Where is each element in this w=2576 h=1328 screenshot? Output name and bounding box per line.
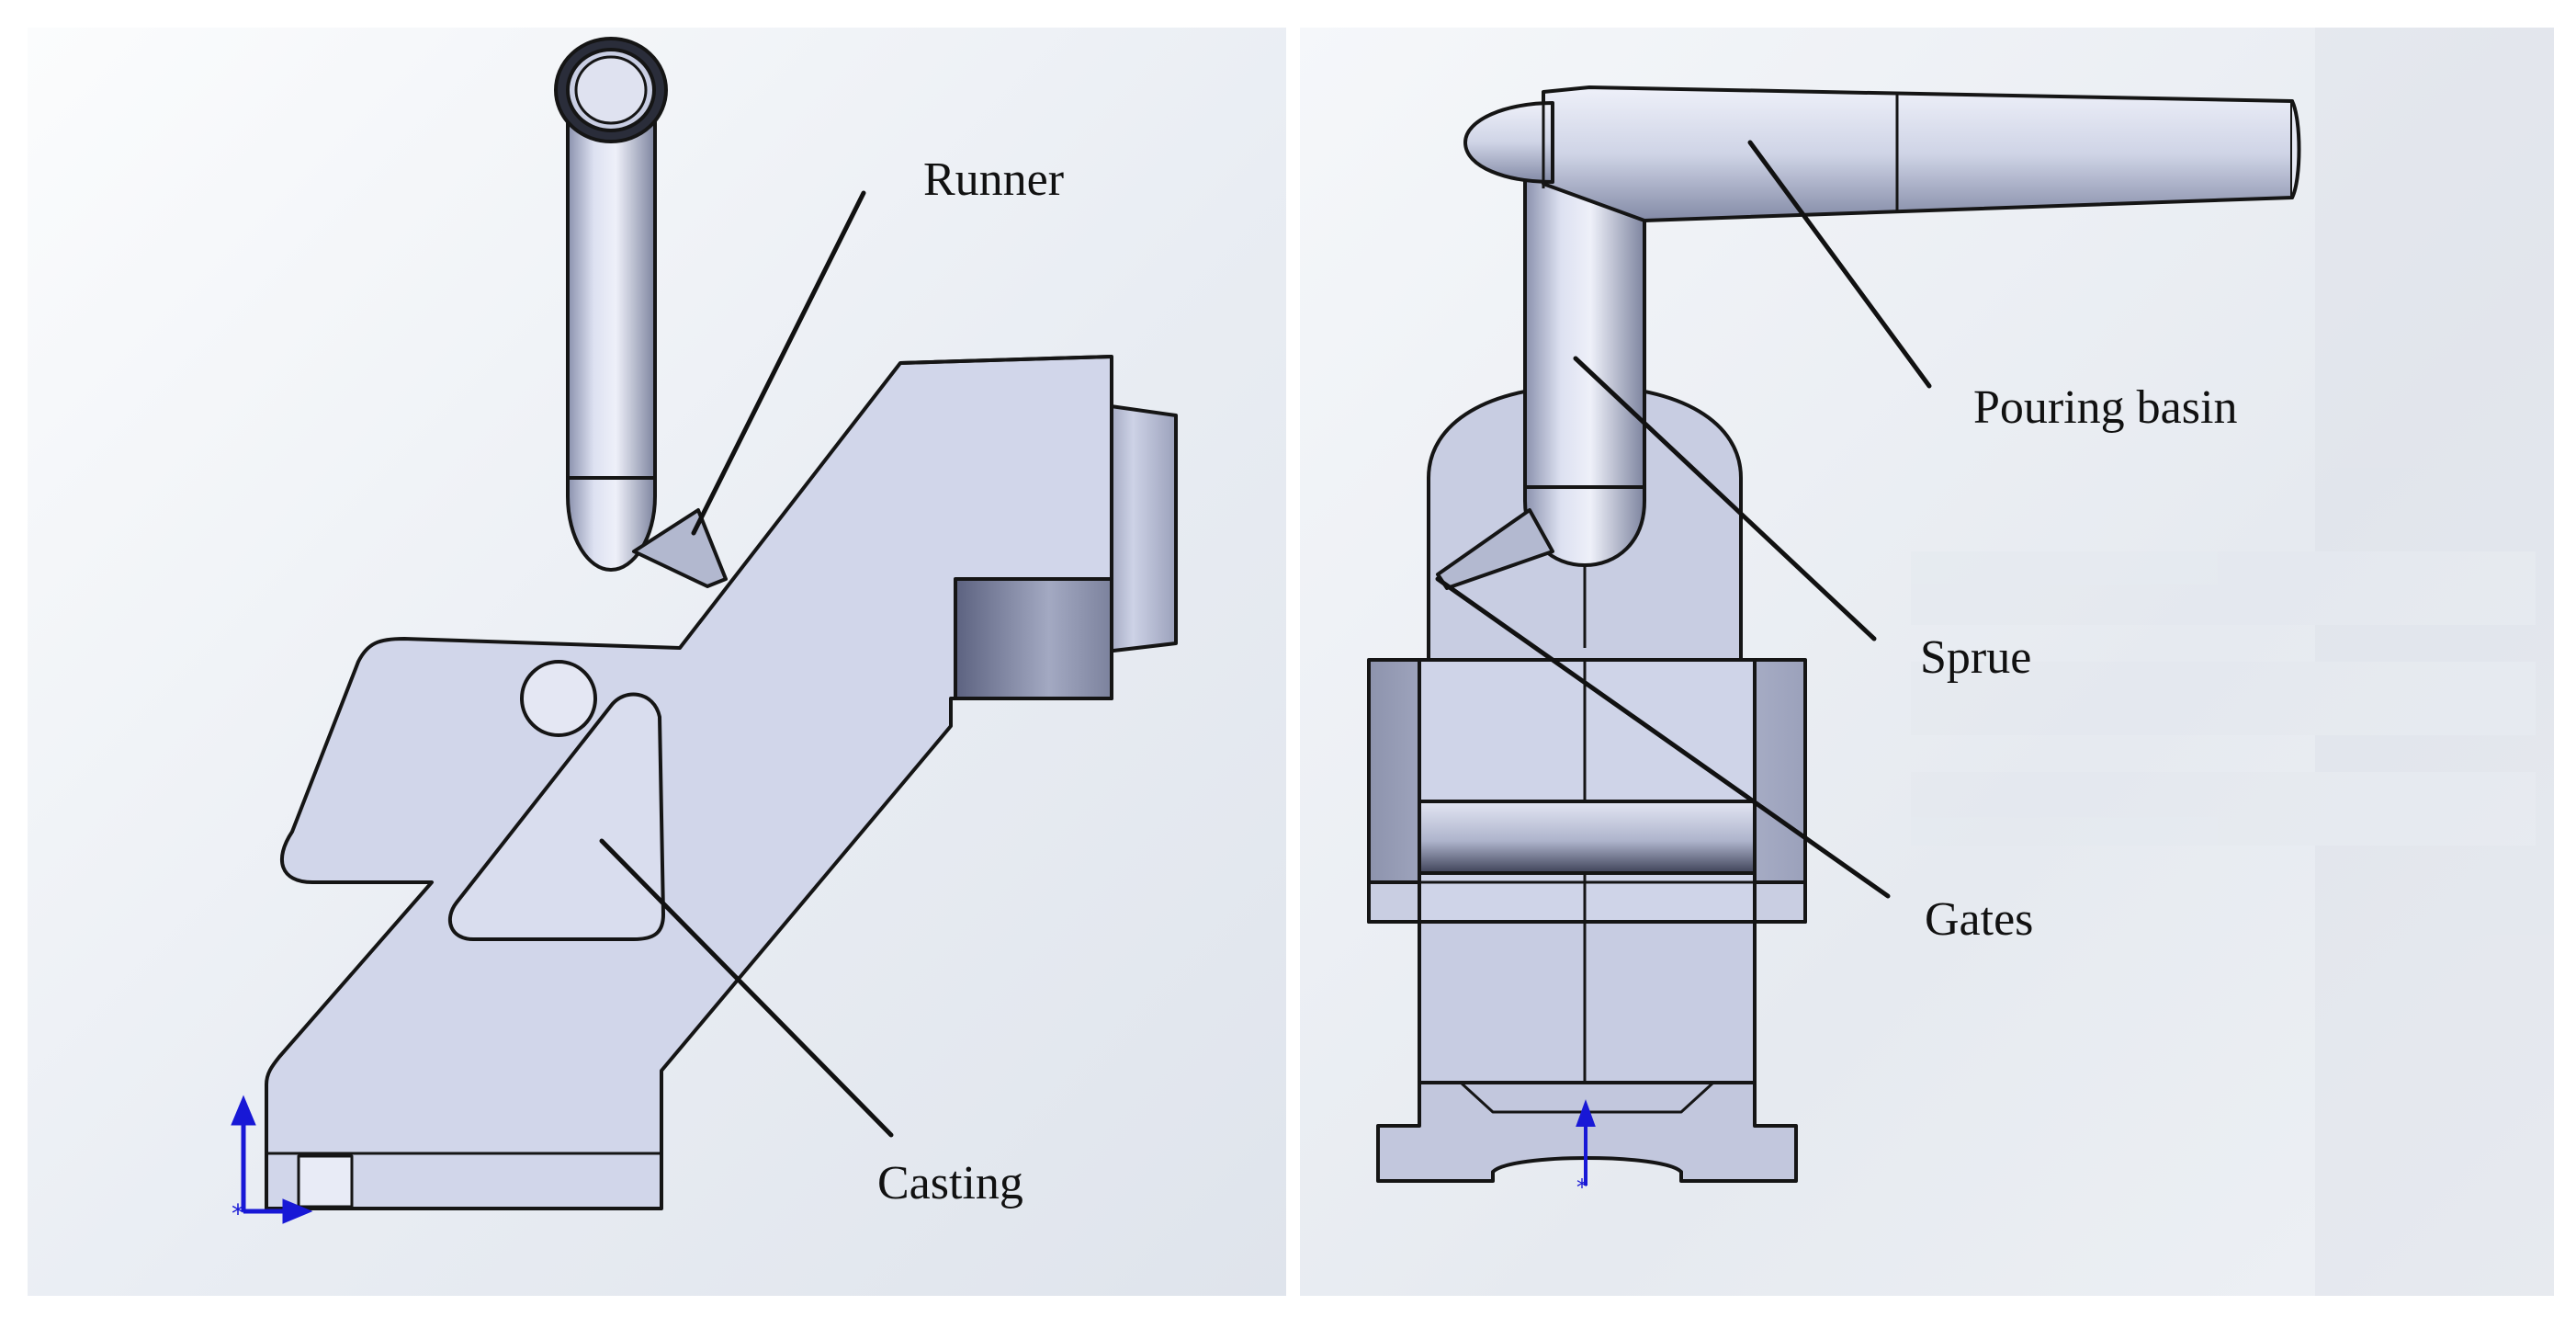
triangle-window	[447, 692, 665, 941]
leader-lines	[599, 140, 1932, 1138]
svg-text:*: *	[1576, 1175, 1587, 1200]
pouring-basin	[1542, 85, 2294, 222]
recess-block	[954, 577, 1113, 700]
lower-block	[1418, 920, 1757, 1084]
runner-tube	[566, 99, 657, 484]
casting-hole	[520, 660, 597, 737]
right-axis-triad: *	[1576, 1099, 1596, 1200]
flange-block	[297, 1154, 354, 1209]
runner-leader	[691, 190, 866, 536]
casting-label: Casting	[877, 1157, 1023, 1209]
left-axis-triad: *	[231, 1095, 313, 1229]
svg-text:*: *	[232, 1198, 244, 1229]
gates-label: Gates	[1925, 893, 2034, 946]
basin-end-cap	[1463, 101, 1554, 184]
casting-body	[265, 355, 1113, 1210]
casting-leader	[599, 838, 894, 1138]
runner-label: Runner	[923, 153, 1065, 206]
right-view	[1367, 85, 2301, 1183]
gates-leader	[1435, 576, 1891, 899]
left-gate	[632, 508, 728, 588]
middle-face	[1418, 658, 1757, 924]
cylinder-band	[1418, 800, 1757, 875]
pouring-basin-label: Pouring basin	[1973, 381, 2238, 434]
sprue-leader	[1573, 356, 1877, 641]
runner-bottom-cap	[566, 476, 657, 572]
top-edge	[899, 355, 1113, 365]
sprue-label: Sprue	[1920, 631, 2032, 684]
left-view	[265, 37, 1178, 1210]
ghost-panel	[1911, 28, 2554, 1296]
pouring-basin-leader	[1747, 140, 1932, 389]
